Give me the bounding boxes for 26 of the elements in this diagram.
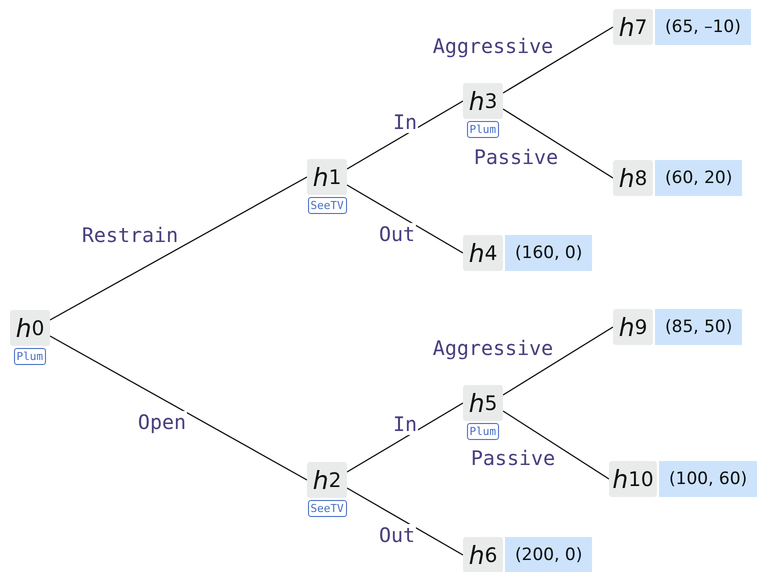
payoff-label: (85, 50) bbox=[655, 309, 742, 345]
player-badge: SeeTV bbox=[308, 197, 347, 214]
edge-label: Aggressive bbox=[432, 35, 554, 57]
payoff-label: (65, –10) bbox=[655, 9, 751, 45]
tree-branch bbox=[502, 326, 614, 396]
player-badge: Plum bbox=[466, 423, 499, 440]
payoff-label: (160, 0) bbox=[505, 235, 592, 271]
tree-branch bbox=[346, 487, 464, 556]
player-badge: SeeTV bbox=[308, 500, 347, 517]
payoff-label: (60, 20) bbox=[655, 160, 742, 196]
edge-label: Open bbox=[136, 411, 188, 433]
tree-branch bbox=[346, 100, 464, 170]
tree-branch bbox=[346, 184, 464, 254]
edge-label: Aggressive bbox=[432, 337, 554, 359]
tree-branch bbox=[346, 402, 464, 473]
tree-branch bbox=[50, 335, 308, 481]
payoff-label: (100, 60) bbox=[659, 461, 758, 497]
tree-branch bbox=[50, 176, 308, 321]
payoff-label: (200, 0) bbox=[505, 537, 592, 572]
player-badge: Plum bbox=[14, 348, 46, 365]
tree-branch bbox=[502, 26, 614, 94]
tree-branch bbox=[502, 410, 610, 480]
tree-branch bbox=[502, 108, 614, 178]
edge-label: In bbox=[392, 413, 418, 435]
edge-label: In bbox=[392, 111, 418, 133]
player-badge: Plum bbox=[466, 121, 499, 138]
